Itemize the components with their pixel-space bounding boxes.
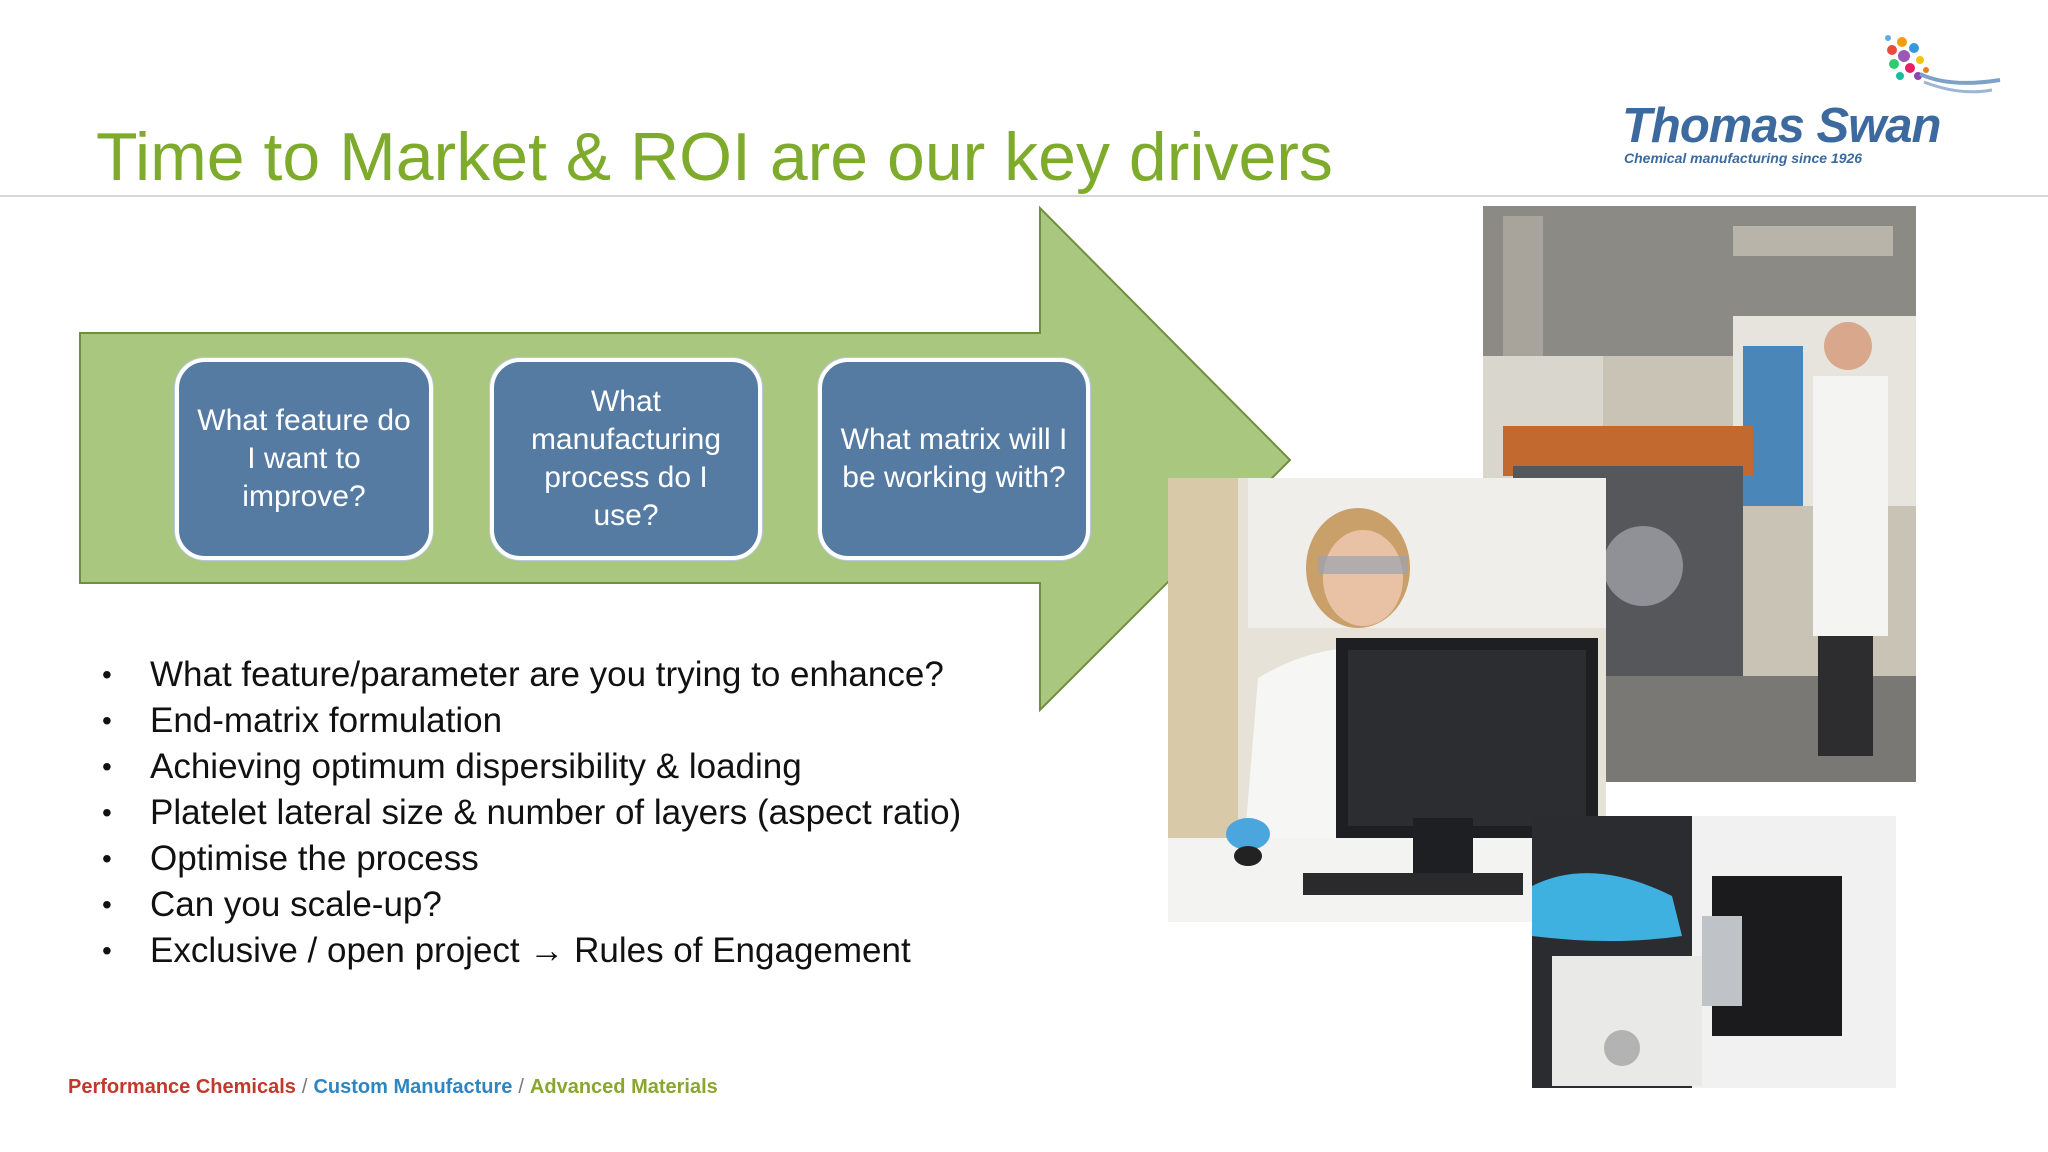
footer-performance-chemicals: Performance Chemicals: [68, 1076, 296, 1098]
bullet-marker: •: [102, 705, 112, 736]
photo-instrument-sample: [1532, 816, 1896, 1088]
bullet-list: • What feature/parameter are you trying t…: [100, 652, 961, 974]
process-step-feature: What feature do I want to improve?: [175, 358, 433, 560]
bullet-marker: •: [102, 935, 112, 966]
footer-divisions: Performance Chemicals/Custom Manufacture…: [68, 1076, 718, 1099]
bullet-item: • Can you scale-up?: [100, 882, 961, 928]
logo-tagline: Chemical manufacturing since 1926: [1624, 150, 1863, 166]
footer-separator: /: [301, 1076, 308, 1098]
bullet-marker: •: [102, 659, 112, 690]
bullet-marker: •: [102, 751, 112, 782]
bullet-text: Exclusive / open project → Rules of Enga…: [150, 931, 911, 970]
logo-name: Thomas Swan: [1622, 99, 1941, 153]
bullet-item: • Achieving optimum dispersibility & load…: [100, 744, 961, 790]
bullet-item: • Platelet lateral size & number of layer…: [100, 790, 961, 836]
process-step-label: What feature do I want to improve?: [197, 404, 411, 513]
process-step-label: What matrix will I be working with?: [840, 423, 1068, 494]
bullet-item: • Exclusive / open project → Rules of Eng…: [100, 928, 961, 974]
footer-separator: /: [518, 1076, 524, 1098]
process-step-manufacturing: What manufacturing process do I use?: [490, 358, 762, 560]
bullet-text: Achieving optimum dispersibility & loadi…: [150, 747, 802, 786]
bullet-item: • End-matrix formulation: [100, 698, 961, 744]
bullet-text: Can you scale-up?: [150, 885, 442, 924]
footer-advanced-materials: Advanced Materials: [529, 1076, 718, 1098]
bullet-item: • What feature/parameter are you trying t…: [100, 652, 961, 698]
process-step-label: What manufacturing process do I use?: [530, 385, 722, 532]
bullet-text: Platelet lateral size & number of layers…: [150, 793, 962, 832]
bullet-marker: •: [102, 797, 112, 828]
bullet-text: Optimise the process: [150, 839, 479, 878]
bullet-text: What feature/parameter are you trying to…: [150, 655, 944, 694]
bullet-text: End-matrix formulation: [150, 701, 503, 740]
bullet-marker: •: [102, 843, 112, 874]
title-divider: [0, 195, 2048, 197]
slide-title: Time to Market & ROI are our key drivers: [96, 119, 1333, 195]
process-step-matrix: What matrix will I be working with?: [818, 358, 1090, 560]
logo-swan-dots-icon: [1885, 35, 2001, 94]
bullet-item: • Optimise the process: [100, 836, 961, 882]
company-logo: Thomas Swan Chemical manufacturing since…: [1610, 30, 2010, 170]
bullet-marker: •: [102, 889, 112, 920]
footer-custom-manufacture: Custom Manufacture: [313, 1076, 513, 1098]
